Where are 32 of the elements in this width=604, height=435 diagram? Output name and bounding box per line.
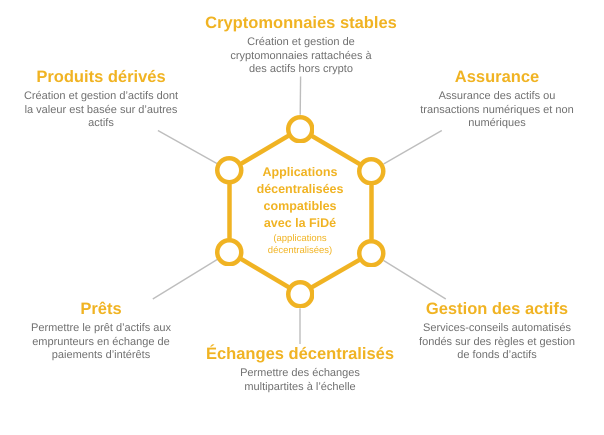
ring-node (286, 280, 314, 308)
hub-note: (applications décentralisées) (266, 233, 334, 257)
category-description: Assurance des actifs ou transactions numériques et non numériques (419, 90, 575, 130)
leader-line (383, 130, 442, 164)
leader-line (299, 308, 301, 344)
hub-title: Applications décentralisées compatibles avec la FiDé (256, 164, 344, 232)
connector-line (310, 134, 362, 166)
connector-line (369, 183, 374, 242)
category-heading: Produits dérivés (36, 67, 166, 87)
category-description: Services-conseils automatisés fondés sur des règles et gestion de fonds d’actifs (418, 322, 576, 362)
connector-line (239, 257, 290, 289)
connector-line (227, 182, 232, 240)
category-heading: Gestion des actifs (426, 299, 568, 319)
category-heading: Échanges décentralisés (206, 344, 394, 364)
category-heading: Cryptomonnaies stables (205, 13, 397, 33)
category-heading: Assurance (454, 67, 540, 87)
category-description: Permettre des échanges multipartites à l’échelle (239, 367, 361, 394)
ring-node (286, 114, 314, 144)
leader-line (152, 258, 218, 300)
ring-node (357, 238, 386, 268)
category-description: Création et gestion d’actifs dont la valeur est basée sur d’autres actifs (22, 90, 180, 130)
leader-line (300, 76, 302, 115)
leader-line (158, 130, 218, 164)
ring-node (215, 156, 244, 185)
category-description: Création et gestion de cryptomonnaies rattachées à des actifs hors crypto (229, 36, 373, 76)
ring-node (357, 156, 386, 186)
connector-line (240, 134, 290, 166)
category-heading: Prêts (80, 299, 122, 319)
leader-line (383, 260, 446, 300)
category-description: Permettre le prêt d’actifs aux emprunteurs en échange de paiements d’intérêts (30, 322, 172, 362)
ring-node (215, 238, 244, 266)
connector-line (310, 258, 362, 290)
